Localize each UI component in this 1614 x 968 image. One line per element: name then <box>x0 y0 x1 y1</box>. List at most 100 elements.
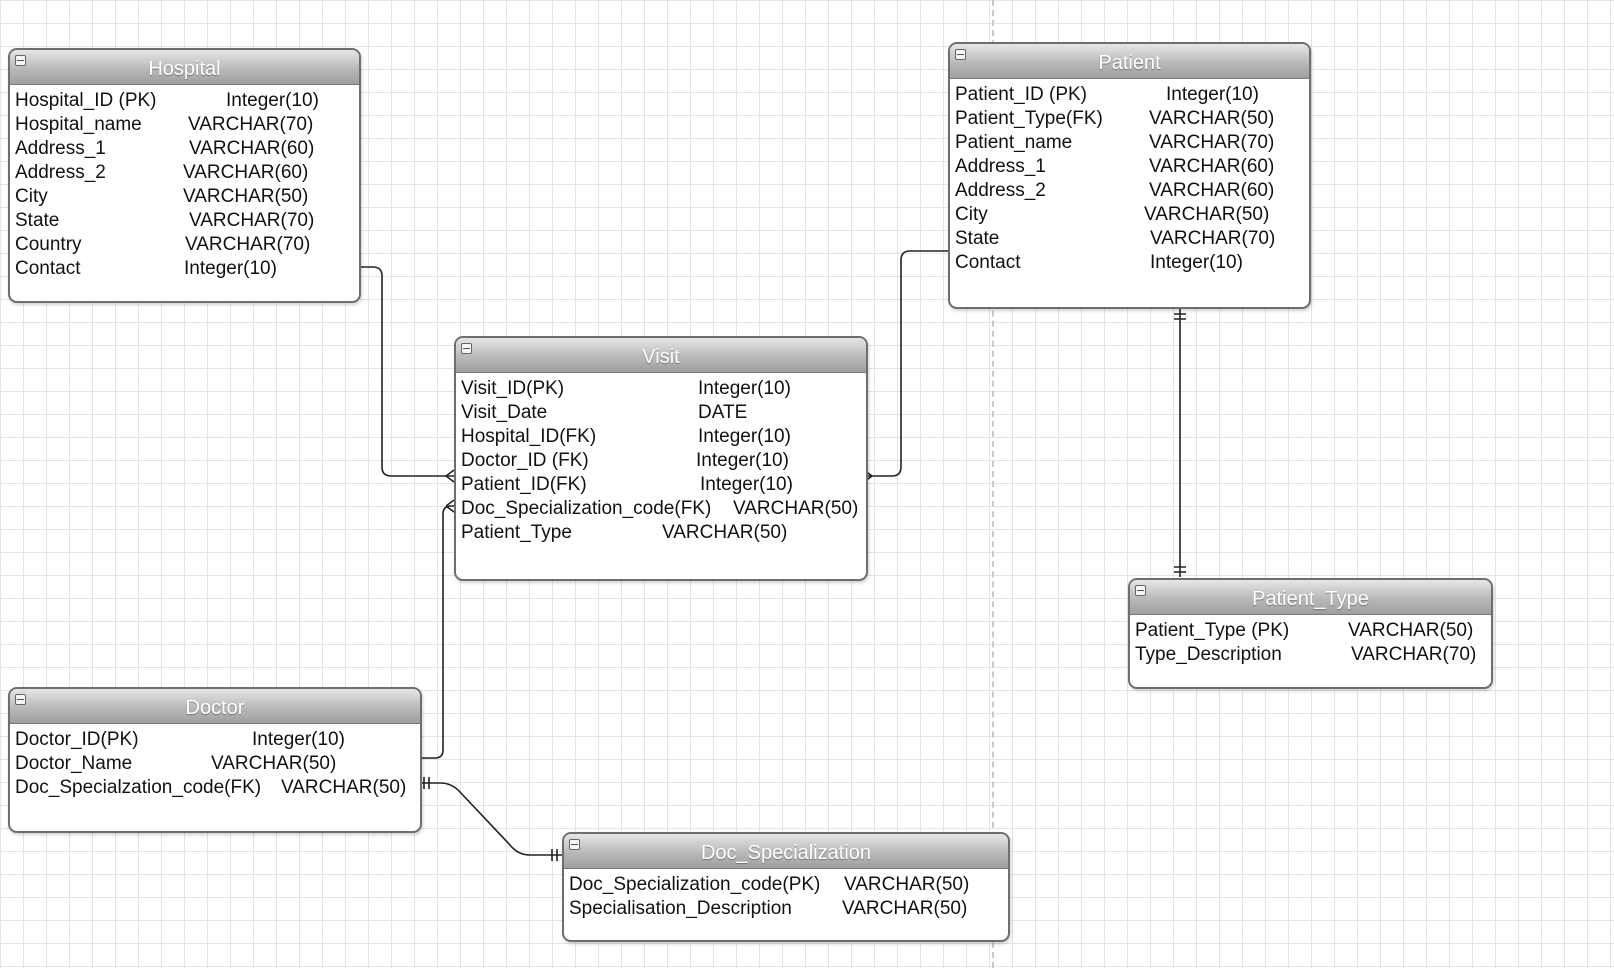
doctor-docspec-connector[interactable] <box>418 782 562 856</box>
canvas-guide-line <box>992 0 994 968</box>
field-type: VARCHAR(50) <box>183 186 309 207</box>
field-name: Patient_ID(FK) <box>461 474 587 495</box>
hospital-visit-crowfoot <box>445 469 455 483</box>
field-row: Address_2 VARCHAR(60) <box>10 162 359 186</box>
visit-entity[interactable]: Visit Visit_ID(PK) Integer(10) Visit_Dat… <box>454 336 868 581</box>
entity-title: Visit <box>642 346 680 368</box>
field-name: Doctor_Name <box>15 753 133 774</box>
field-name: State <box>955 228 1000 249</box>
field-type: Integer(10) <box>226 90 319 111</box>
field-name: Doctor_ID(PK) <box>15 729 139 750</box>
hospital-entity[interactable]: Hospital Hospital_ID (PK) Integer(10) Ho… <box>8 48 361 303</box>
field-row: Patient_ID(FK) Integer(10) <box>456 474 866 498</box>
field-row: Visit_Date DATE <box>456 402 866 426</box>
field-name: Doc_Specialzation_code(FK) <box>15 777 262 798</box>
field-type: VARCHAR(70) <box>189 210 315 231</box>
patient-visit-connector[interactable] <box>864 250 948 477</box>
field-type: Integer(10) <box>700 474 793 495</box>
doctor-visit-connector[interactable] <box>418 505 454 759</box>
field-row: Hospital_ID(FK) Integer(10) <box>456 426 866 450</box>
doctor-docspec-bar-end <box>551 849 558 861</box>
patient-patienttype-bar-top <box>1174 313 1186 320</box>
field-name: City <box>15 186 48 207</box>
field-name: Country <box>15 234 82 255</box>
field-type: Integer(10) <box>252 729 345 750</box>
patient-type-entity[interactable]: Patient_Type Patient_Type (PK) VARCHAR(5… <box>1128 578 1493 689</box>
field-type: VARCHAR(60) <box>183 162 309 183</box>
doctor-visit-crowfoot <box>445 499 455 513</box>
field-row: Hospital_name VARCHAR(70) <box>10 114 359 138</box>
entity-title: Patient_Type <box>1252 588 1369 610</box>
field-row: Doctor_ID(PK) Integer(10) <box>10 729 420 753</box>
field-type: VARCHAR(50) <box>844 874 970 895</box>
field-name: Specialisation_Description <box>569 898 792 919</box>
collapse-icon[interactable] <box>569 839 580 850</box>
field-row: Contact Integer(10) <box>10 258 359 282</box>
collapse-icon[interactable] <box>955 49 966 60</box>
field-type: VARCHAR(70) <box>185 234 311 255</box>
field-row: Contact Integer(10) <box>950 252 1309 276</box>
field-row: City VARCHAR(50) <box>10 186 359 210</box>
field-name: Address_1 <box>955 156 1046 177</box>
field-row: Address_2 VARCHAR(60) <box>950 180 1309 204</box>
field-type: Integer(10) <box>696 450 789 471</box>
collapse-icon[interactable] <box>15 694 26 705</box>
field-type: Integer(10) <box>184 258 277 279</box>
field-type: VARCHAR(50) <box>1348 620 1474 641</box>
field-row: Specialisation_Description VARCHAR(50) <box>564 898 1008 922</box>
doc-specialization-entity-header[interactable]: Doc_Specialization <box>564 834 1008 869</box>
collapse-icon[interactable] <box>15 55 26 66</box>
field-row: Hospital_ID (PK) Integer(10) <box>10 90 359 114</box>
patient-entity[interactable]: Patient Patient_ID (PK) Integer(10) Pati… <box>948 42 1311 309</box>
field-type: VARCHAR(50) <box>733 498 859 519</box>
field-row: Address_1 VARCHAR(60) <box>10 138 359 162</box>
field-row: Visit_ID(PK) Integer(10) <box>456 378 866 402</box>
visit-entity-header[interactable]: Visit <box>456 338 866 373</box>
doctor-entity-header[interactable]: Doctor <box>10 689 420 724</box>
entity-title: Hospital <box>148 58 221 80</box>
field-row: Doc_Specialization_code(PK) VARCHAR(50) <box>564 874 1008 898</box>
field-type: VARCHAR(60) <box>1149 180 1275 201</box>
field-name: Doc_Specialization_code(FK) <box>461 498 712 519</box>
entity-title: Doctor <box>185 697 245 719</box>
field-type: VARCHAR(70) <box>188 114 314 135</box>
field-name: Contact <box>15 258 81 279</box>
field-row: Patient_Type(FK) VARCHAR(50) <box>950 108 1309 132</box>
field-row: Doctor_ID (FK) Integer(10) <box>456 450 866 474</box>
field-type: VARCHAR(60) <box>1149 156 1275 177</box>
collapse-icon[interactable] <box>1135 585 1146 596</box>
field-name: Address_2 <box>15 162 106 183</box>
field-name: Hospital_ID(FK) <box>461 426 597 447</box>
hospital-visit-connector[interactable] <box>357 266 454 477</box>
field-type: VARCHAR(50) <box>281 777 407 798</box>
field-name: Address_2 <box>955 180 1046 201</box>
field-row: State VARCHAR(70) <box>10 210 359 234</box>
field-name: Patient_Type (PK) <box>1135 620 1290 641</box>
field-row: Patient_name VARCHAR(70) <box>950 132 1309 156</box>
field-name: Hospital_ID (PK) <box>15 90 157 111</box>
field-name: Address_1 <box>15 138 106 159</box>
field-type: VARCHAR(70) <box>1150 228 1276 249</box>
field-type: VARCHAR(70) <box>1149 132 1275 153</box>
patient-entity-header[interactable]: Patient <box>950 44 1309 79</box>
field-name: Type_Description <box>1135 644 1282 665</box>
hospital-entity-header[interactable]: Hospital <box>10 50 359 85</box>
field-name: Contact <box>955 252 1021 273</box>
field-name: Doctor_ID (FK) <box>461 450 589 471</box>
field-row: State VARCHAR(70) <box>950 228 1309 252</box>
collapse-icon[interactable] <box>461 343 472 354</box>
doctor-entity[interactable]: Doctor Doctor_ID(PK) Integer(10) Doctor_… <box>8 687 422 833</box>
field-name: Patient_Type(FK) <box>955 108 1103 129</box>
doc-specialization-entity[interactable]: Doc_Specialization Doc_Specialization_co… <box>562 832 1010 942</box>
field-name: State <box>15 210 60 231</box>
field-row: Country VARCHAR(70) <box>10 234 359 258</box>
doctor-docspec-bar-start <box>423 777 430 789</box>
field-row: Doc_Specialzation_code(FK) VARCHAR(50) <box>10 777 420 801</box>
field-type: VARCHAR(50) <box>211 753 337 774</box>
entity-title: Patient <box>1098 52 1161 74</box>
field-type: Integer(10) <box>1150 252 1243 273</box>
field-row: Patient_ID (PK) Integer(10) <box>950 84 1309 108</box>
field-type: VARCHAR(60) <box>189 138 315 159</box>
patient-type-entity-header[interactable]: Patient_Type <box>1130 580 1491 615</box>
field-type: VARCHAR(50) <box>842 898 968 919</box>
